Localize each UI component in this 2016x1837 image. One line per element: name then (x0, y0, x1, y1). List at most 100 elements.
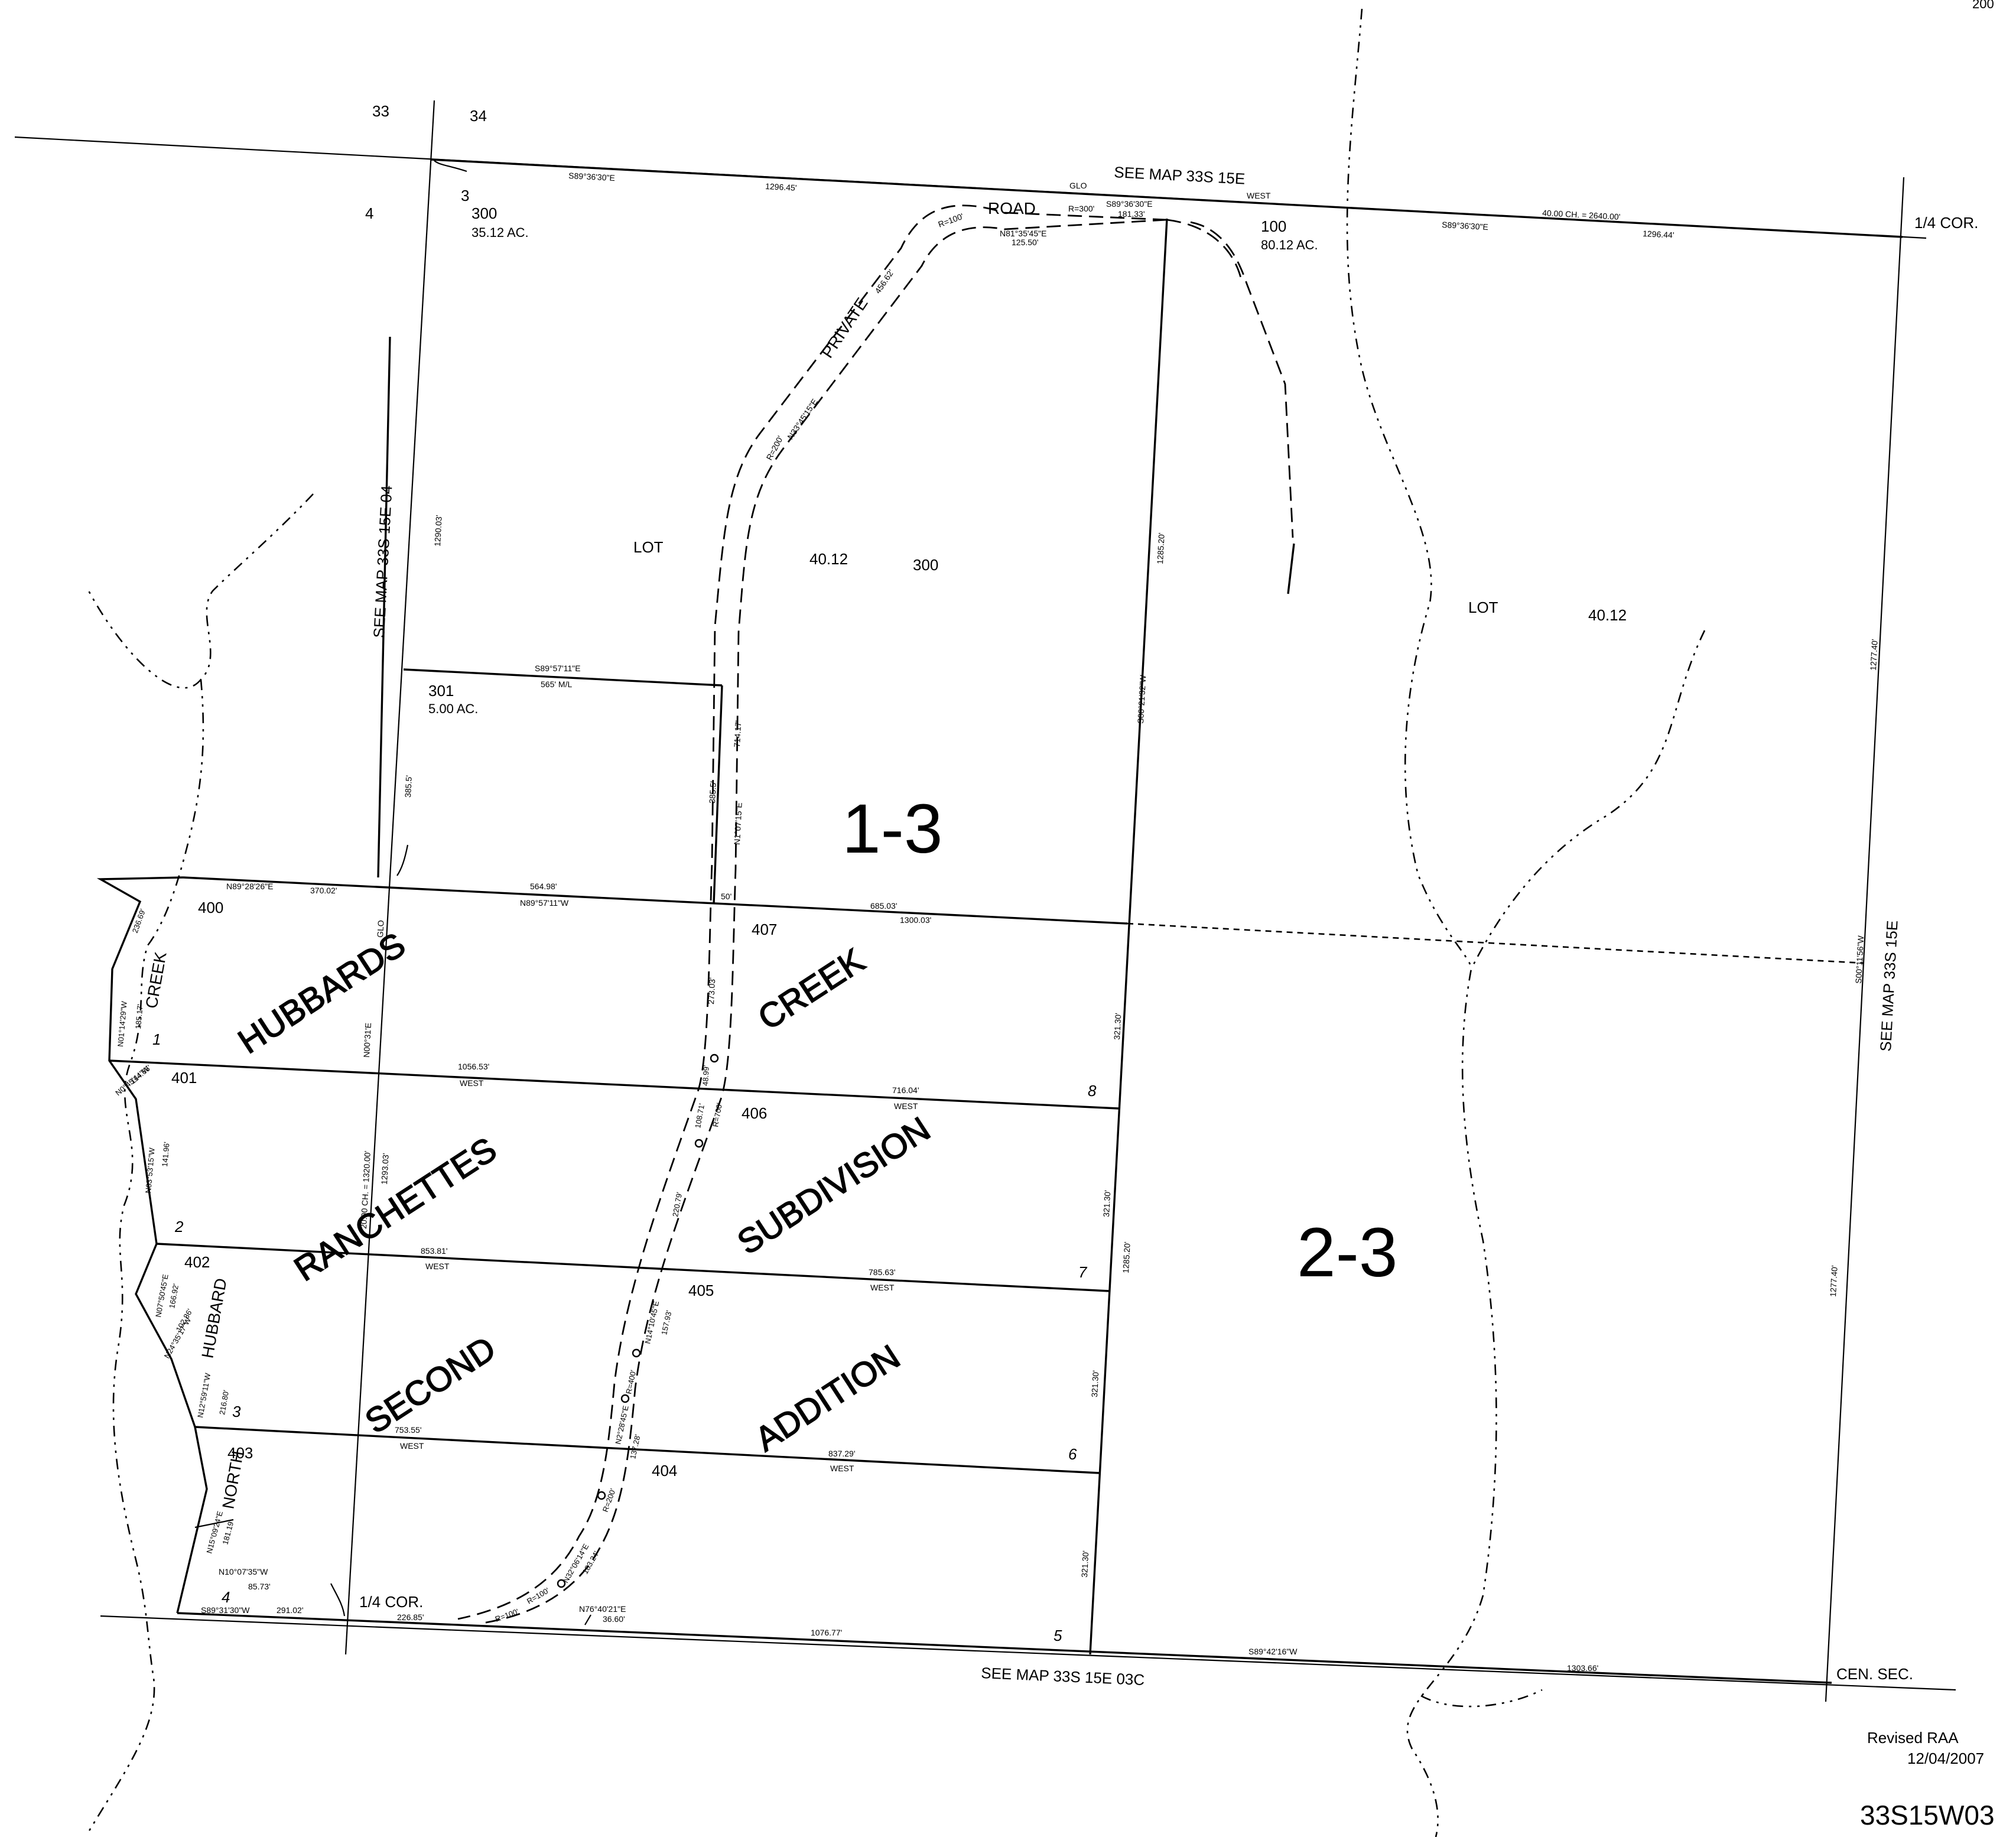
dimension: N33°45'15"E (785, 397, 820, 441)
lot-number-8: 8 (1088, 1082, 1097, 1100)
dimension: S89°31'30"W (201, 1605, 250, 1615)
dimension: WEST (870, 1283, 895, 1292)
curve-point (620, 1394, 630, 1403)
map-number: 33S15W03 (1860, 1800, 1995, 1831)
curve-point (557, 1579, 566, 1588)
dimension: N89°57'11"W (520, 898, 569, 908)
dimension: S00°21'32"W (1136, 674, 1147, 724)
west-section-line (344, 100, 435, 1655)
creek-south-spur (1420, 1689, 1543, 1708)
dimension: 1293.03' (379, 1153, 391, 1185)
section-33: 33 (372, 102, 389, 120)
private-road-west-edge (457, 204, 1168, 1620)
quarter-corner-s: 1/4 COR. (359, 1593, 423, 1611)
dimension: GLO (1069, 181, 1087, 190)
p301-east (713, 685, 723, 905)
subdivision-word-creek: CREEK (752, 941, 872, 1038)
dimension: R=700' (711, 1102, 724, 1127)
dimension: 785.63' (869, 1267, 896, 1277)
lot-numbers: 1 2 3 4 5 6 7 8 (152, 1030, 1097, 1644)
parcel-301: 301 (428, 682, 454, 700)
dimension: 157.93' (659, 1309, 673, 1335)
see-map-north: SEE MAP 33S 15E (1114, 163, 1246, 188)
dimension: 50' (721, 892, 731, 901)
corner-arrow (194, 1519, 234, 1529)
lot-300-label: LOT (633, 538, 664, 556)
dimension: 166.92' (167, 1283, 180, 1309)
dimension: N89°28'26"E (226, 882, 273, 891)
subdivision-word-subdivision: SUBDIVISION (731, 1110, 937, 1262)
dimension: 565' M/L (541, 679, 572, 689)
parcel-402: 402 (184, 1253, 210, 1271)
dimension: S89°36'30"E (568, 171, 615, 183)
dimension: 1277.40' (1868, 639, 1880, 671)
dimension: 1285.20' (1121, 1241, 1132, 1273)
corner-id: 200 (1972, 0, 1994, 11)
street-north: NORTH (219, 1449, 247, 1510)
dimension: 1056.53' (458, 1062, 489, 1071)
dimension: S89°36'30"E (1442, 220, 1488, 232)
subdivision-name: HUBBARDS CREEK RANCHETTES SUBDIVISION SE… (231, 925, 938, 1459)
line-1 (109, 1059, 1119, 1110)
dimension: WEST (460, 1078, 484, 1088)
lot-number-3: 3 (232, 1403, 241, 1420)
street-private: PRIVATE (818, 294, 871, 361)
dimension: 216.80' (217, 1389, 230, 1415)
parcel-labels: 300 35.12 AC. 100 80.12 AC. 301 5.00 AC.… (171, 204, 1318, 1480)
quarter-corner-ne: 1/4 COR. (1914, 214, 1978, 232)
hubbard-creek-boundary (96, 876, 208, 1614)
parcel-300-area: 35.12 AC. (472, 225, 529, 240)
corner-arrow (396, 844, 409, 876)
road-curve-ne (1166, 219, 1242, 278)
dimension: 564.98' (530, 882, 557, 891)
dimension: 220.79' (671, 1191, 684, 1217)
dimension: N76°40'21"E (579, 1604, 626, 1614)
parcel-400: 400 (198, 899, 223, 916)
street-road: ROAD (988, 199, 1036, 217)
dimension: 1076.77' (811, 1628, 842, 1637)
dimension: 321.30' (1112, 1013, 1123, 1040)
dimension: N81°35'45"E (1000, 229, 1046, 238)
dimension: N07°50'45"E (154, 1273, 170, 1318)
dimension-labels: S89°36'30"E 1296.45' GLO S89°36'30"E 181… (113, 171, 1879, 1673)
east-section-line (1825, 177, 1905, 1702)
east-lot-line (1089, 218, 1168, 1655)
lot-100-area: 40.12 (1588, 606, 1627, 624)
curve-point (597, 1491, 606, 1500)
dimension: 108.71' (693, 1103, 706, 1129)
lot-number-4: 4 (222, 1588, 230, 1606)
line-n (183, 876, 1128, 925)
center-section: CEN. SEC. (1836, 1665, 1913, 1683)
curve-point (632, 1348, 641, 1358)
adjoining-map-refs: SEE MAP 33S 15E SEE MAP 33S 15E 04 SEE M… (370, 163, 1901, 1689)
corner-arrow (434, 160, 467, 173)
dimension: R=100' (937, 212, 965, 229)
lot-300-num: 300 (913, 556, 938, 574)
section-4: 4 (365, 204, 373, 222)
dimension: WEST (425, 1261, 450, 1271)
lot-line-3 (377, 336, 391, 878)
parcel-300: 300 (472, 204, 497, 222)
dimension: N12°59'11"W (196, 1372, 212, 1419)
dimension: 114.66' (128, 1063, 152, 1085)
see-map-south: SEE MAP 33S 15E 03C (981, 1664, 1145, 1689)
dimension: N01°14'29"W (116, 1000, 129, 1047)
dimension: 181.19' (220, 1519, 235, 1546)
dimension: 753.55' (395, 1425, 422, 1435)
lot-labels: LOT 40.12 300 LOT 40.12 (633, 538, 1627, 624)
dimension: 291.02' (277, 1605, 304, 1615)
creek-east (1346, 8, 1497, 1837)
block-2-3: 2-3 (1297, 1214, 1398, 1292)
dimension: 125.50' (1012, 238, 1039, 247)
section-3: 3 (461, 187, 469, 204)
dimension: R=100' (494, 1607, 520, 1624)
dimension: 685.03' (870, 901, 898, 911)
see-map-east: SEE MAP 33S 15E (1877, 920, 1901, 1052)
dimension: 321.30' (1079, 1550, 1090, 1578)
subdivision-word-ranchettes: RANCHETTES (288, 1130, 503, 1289)
dimension: 40.00 CH. = 2640.00' (1542, 208, 1621, 222)
dimension: N03°53'15"W (144, 1147, 157, 1194)
quarter-section-line-east (1127, 922, 1865, 964)
subdivision-word-hubbards: HUBBARDS (232, 925, 412, 1061)
street-creek: CREEK (142, 950, 170, 1010)
